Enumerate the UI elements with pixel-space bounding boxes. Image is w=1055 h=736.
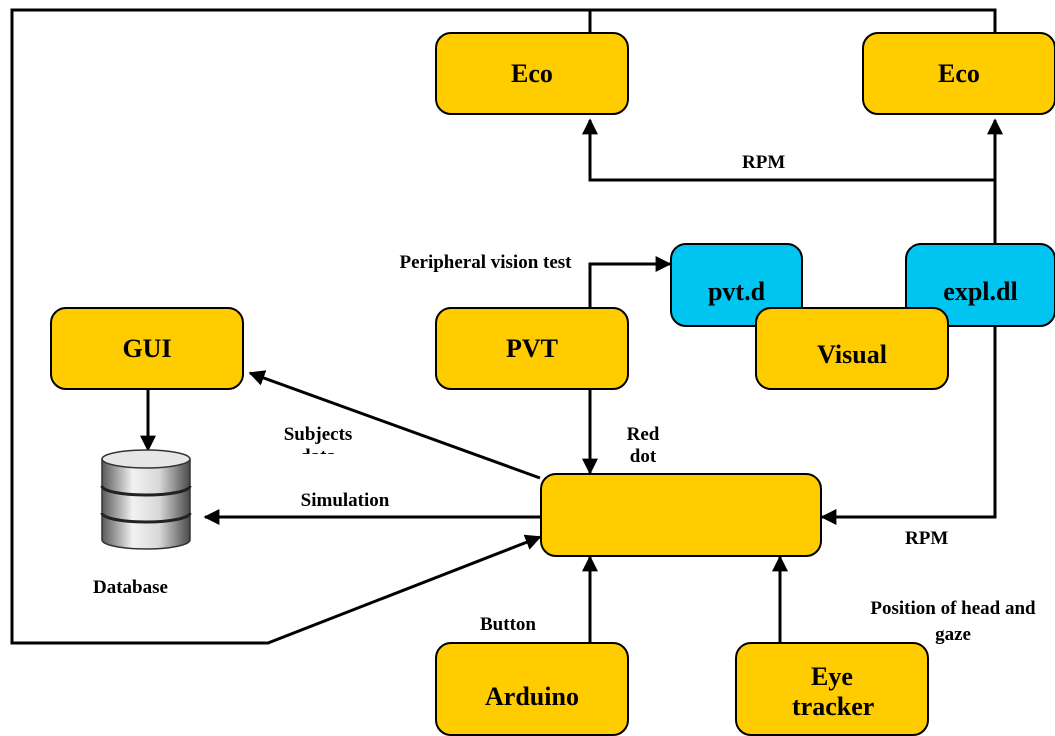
eco-right-label: Eco	[938, 58, 980, 88]
visual-label: Visual	[817, 339, 887, 369]
pvt-dll-box: pvt.d	[670, 243, 803, 327]
peripheral-vision-label: Peripheral vision test	[399, 252, 572, 273]
database-label: Database	[93, 577, 168, 598]
eye-tracker-label: Eye tracker	[792, 662, 875, 721]
visual-box: Visual	[755, 307, 949, 390]
database-icon	[100, 449, 192, 550]
eco-left-box: Eco	[435, 32, 629, 115]
pvt-to-dll	[588, 256, 672, 307]
left-loop-line	[10, 8, 590, 645]
central-box	[540, 473, 822, 557]
central-to-gui	[248, 370, 541, 480]
red-dot-label: Red dot	[626, 424, 660, 467]
gui-box: GUI	[50, 307, 244, 390]
rpm-top-label: RPM	[742, 152, 786, 173]
pvt-dll-label: pvt.d	[707, 277, 766, 306]
button-label: Button	[480, 614, 536, 635]
arduino-box: Arduino	[435, 642, 629, 736]
subjects-data-label: Subjects data	[283, 424, 353, 454]
expl-dll-label: expl.dl	[943, 277, 1018, 306]
rpm-bus-left	[582, 118, 995, 182]
arduino-label: Arduino	[485, 682, 579, 712]
rpm-right-label: RPM	[905, 528, 949, 549]
expl-to-central	[820, 325, 997, 525]
simulation-label: Simulation	[300, 490, 390, 511]
position-gaze-label: Position of head and gaze	[870, 598, 1036, 644]
pvt-box: PVT	[435, 307, 629, 390]
eco-left-label: Eco	[511, 58, 553, 88]
gui-label: GUI	[122, 333, 172, 363]
outer-loop-line	[588, 8, 997, 32]
eco-right-box: Eco	[862, 32, 1055, 115]
pvt-label: PVT	[506, 333, 558, 363]
eye-tracker-box: Eye tracker	[735, 642, 929, 736]
